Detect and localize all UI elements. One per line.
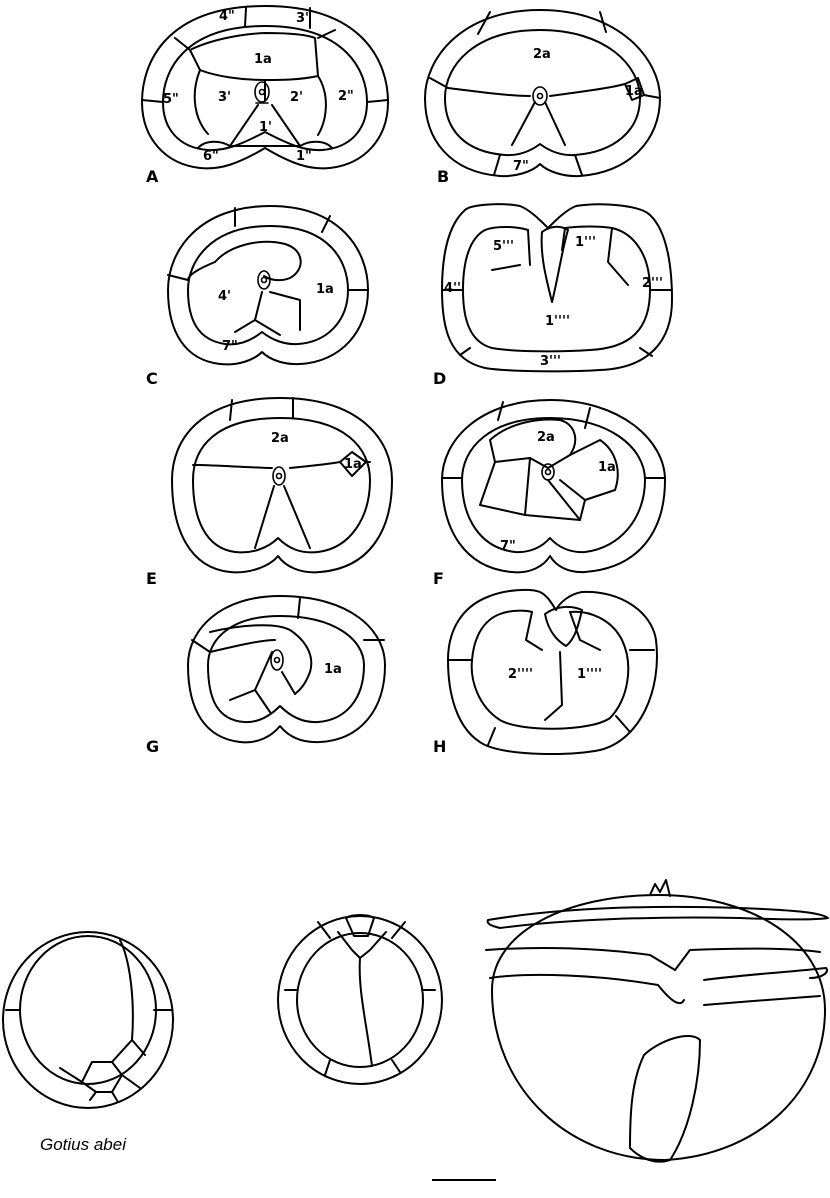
plate-label: 1a: [598, 460, 616, 475]
plate-label: 1": [296, 149, 312, 164]
plate-label: 4": [219, 9, 235, 24]
plate-label: 2': [290, 90, 303, 105]
specimen-left: [3, 932, 173, 1108]
plate-label: 2a: [533, 47, 551, 62]
plate-label: 1a: [316, 282, 334, 297]
plate-label: 7": [222, 339, 238, 354]
plate-label: 1'''': [545, 314, 570, 329]
plate-label: 1': [259, 120, 272, 135]
plate-label: 1'''': [577, 667, 602, 682]
panel-h: 2'''' 1'''' H: [433, 590, 657, 756]
specimen-right: [486, 880, 828, 1162]
panel-letter: H: [433, 737, 446, 756]
panel-d: 5''' 1''' 4''' 2''' 1'''' 3''' D: [433, 204, 672, 388]
plate-label: 3': [218, 90, 231, 105]
panel-f: 2a 1a 7" F: [433, 400, 665, 588]
panel-letter: G: [146, 737, 159, 756]
species-label: Gotius abei: [40, 1135, 127, 1154]
panel-letter: D: [433, 369, 446, 388]
plate-label: 7": [500, 539, 516, 554]
plate-label: 1a: [625, 84, 643, 99]
panel-b: 2a 1a 7" B: [425, 10, 660, 186]
plate-label: 2''': [642, 276, 663, 291]
panel-letter: A: [146, 167, 159, 186]
plate-label: 7": [513, 159, 529, 174]
plate-label: 4': [218, 289, 231, 304]
panel-c: 4' 1a 7" C: [146, 206, 368, 388]
plate-label: 2a: [271, 431, 289, 446]
plate-label: 1a: [324, 662, 342, 677]
panel-g: 1a G: [146, 596, 385, 756]
apical-pore-icon: [255, 82, 269, 103]
plate-label: 1a: [254, 52, 272, 67]
panel-letter: E: [146, 569, 157, 588]
panel-a: 4" 3" 1a 5" 3' 2' 2" 1' 6" 1" A: [142, 6, 388, 186]
panel-letter: C: [146, 369, 158, 388]
plate-label: 6": [203, 149, 219, 164]
plate-label: 3''': [540, 354, 561, 369]
plate-label: 5''': [493, 239, 514, 254]
plate-label: 2'''': [508, 667, 533, 682]
plate-label: 2a: [537, 430, 555, 445]
plate-label: 3": [296, 11, 312, 26]
specimen-middle: [278, 915, 442, 1084]
plate-label: 2": [338, 89, 354, 104]
panel-letter: F: [433, 569, 444, 588]
plate-label: 4''': [444, 281, 465, 296]
plate-label: 1a: [344, 457, 362, 472]
plate-label: 1''': [575, 235, 596, 250]
plate-label: 5": [163, 92, 179, 107]
panel-e: 2a 1a E: [146, 398, 392, 588]
panel-letter: B: [437, 167, 449, 186]
